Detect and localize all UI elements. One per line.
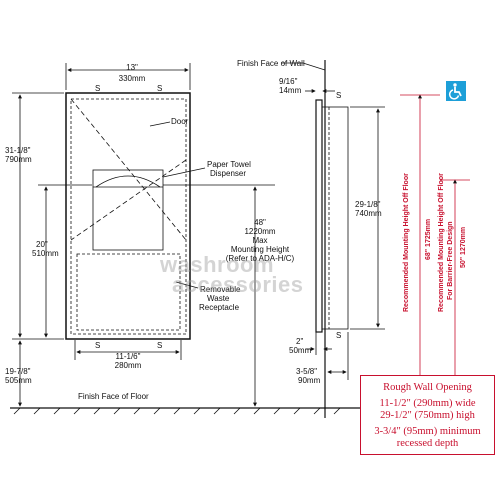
towel-dispenser [92,169,164,251]
side-height-mm: 740mm [355,209,382,218]
side-height-inches: 29-1/8" [355,200,381,209]
wheelchair-icon [446,81,466,101]
opening-inches: 11-1/6" [115,352,141,361]
cabinet-inner [70,98,187,335]
rec-label-2a: Recommended Mounting Height Off Floor [438,173,445,312]
opening-mm: 280mm [114,361,142,370]
waste-label-3: Receptacle [199,303,240,312]
wall-label: Finish Face of Wall [237,59,305,68]
flange-inches: 9/16" [279,77,298,86]
screw-mark-1: S [95,84,101,93]
proj-mm: 50mm [289,346,312,355]
side-screw-top: S [336,91,342,100]
towel-label-2: Dispenser [210,169,247,178]
towel-label-1: Paper Towel [207,160,251,169]
cabinet-frame [65,92,191,340]
waste-label-2: Waste [207,294,230,303]
screw-mark-3: S [95,341,101,350]
flange-mm: 14mm [279,86,302,95]
rough-line-4: recessed depth [396,438,459,449]
max-label-2: Mounting Height [230,245,290,254]
max-inches: 48" [254,218,266,227]
rough-opening-box: Rough Wall Opening 11-1/2" (290mm) wide … [360,375,495,455]
door-swing-line [70,98,187,241]
watermark-line-2: accessories [172,272,304,297]
rec-label-2b: For Barrier-Free Design [447,221,454,300]
proj-inches: 2" [296,337,304,346]
rec-value-1: 68" 1725mm [425,218,432,260]
max-label-1: Max [252,236,268,245]
bottom-mm: 505mm [5,376,32,385]
depth-inches: 3-5/8" [296,367,318,376]
side-screw-bottom: S [336,331,342,340]
width-mm: 330mm [118,74,146,83]
rough-line-2: 29-1/2" (750mm) high [380,410,475,421]
width-inches: 13" [126,63,138,72]
height-inches: 31-1/8" [5,146,31,155]
screw-mark-2: S [157,84,163,93]
depth-mm: 90mm [298,376,321,385]
rough-line-3: 3-3/4" (95mm) minimum [374,426,481,437]
side-flange [315,99,323,333]
rough-title: Rough Wall Opening [383,382,472,393]
floor-label: Finish Face of Floor [78,392,149,401]
rough-line-1: 11-1/2" (290mm) wide [379,398,476,409]
bottom-inches: 19-7/8" [5,367,31,376]
side-body [321,106,349,330]
rec-value-2: 50" 1270mm [460,226,467,268]
watermark-line-1: washroom [160,252,275,277]
mount-mm: 510mm [32,249,59,258]
mount-inches: 20" [36,240,48,249]
rec-label-1: Recommended Mounting Height Off Floor [403,173,410,312]
waste-label-1: Removable [200,285,241,294]
waste-receptacle [76,253,181,331]
max-label-3: (Refer to ADA-H/C) [225,254,295,263]
max-mm: 1220mm [244,227,276,236]
screw-mark-4: S [157,341,163,350]
height-mm: 790mm [5,155,32,164]
door-label: Door [171,117,189,126]
